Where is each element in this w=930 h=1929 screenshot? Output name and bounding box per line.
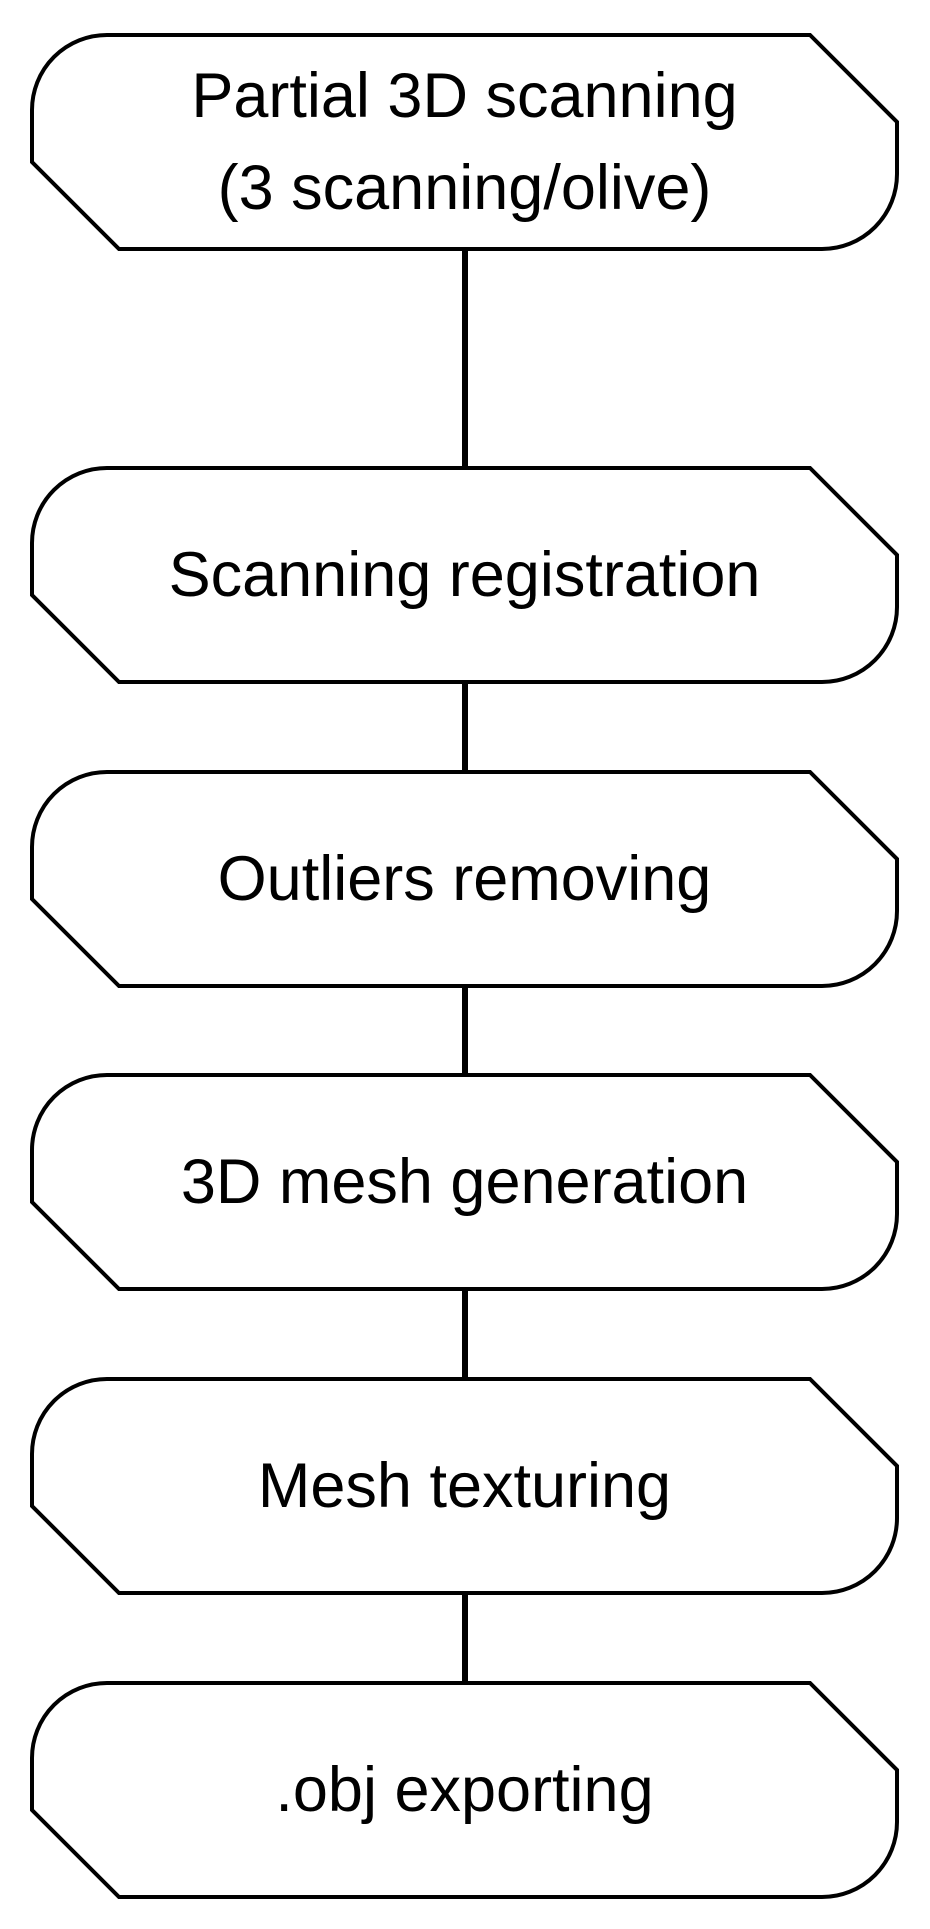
node-shape (30, 33, 899, 251)
flow-node-outliers-removing: Outliers removing (30, 770, 899, 988)
node-label: Mesh texturing (257, 1451, 672, 1521)
node-shape (30, 1681, 899, 1899)
flow-node-obj-exporting: .obj exporting (30, 1681, 899, 1899)
node-label: .obj exporting (275, 1755, 654, 1825)
node-label: Partial 3D scanning (3 scanning/olive) (191, 61, 738, 223)
node-shape (30, 1073, 899, 1291)
flow-node-partial-3d-scanning: Partial 3D scanning (3 scanning/olive) (30, 33, 899, 251)
node-label: Scanning registration (168, 540, 761, 610)
node-shape (30, 1377, 899, 1595)
flow-connector-2 (462, 682, 468, 772)
node-shape (30, 466, 899, 684)
flow-node-mesh-texturing: Mesh texturing (30, 1377, 899, 1595)
node-shape (30, 770, 899, 988)
node-label: 3D mesh generation (180, 1147, 749, 1217)
flow-node-3d-mesh-generation: 3D mesh generation (30, 1073, 899, 1291)
flow-connector-3 (462, 986, 468, 1075)
flow-connector-5 (462, 1593, 468, 1683)
flow-connector-4 (462, 1289, 468, 1379)
node-label: Outliers removing (217, 844, 712, 914)
flow-connector-1 (462, 249, 468, 468)
flow-node-scanning-registration: Scanning registration (30, 466, 899, 684)
